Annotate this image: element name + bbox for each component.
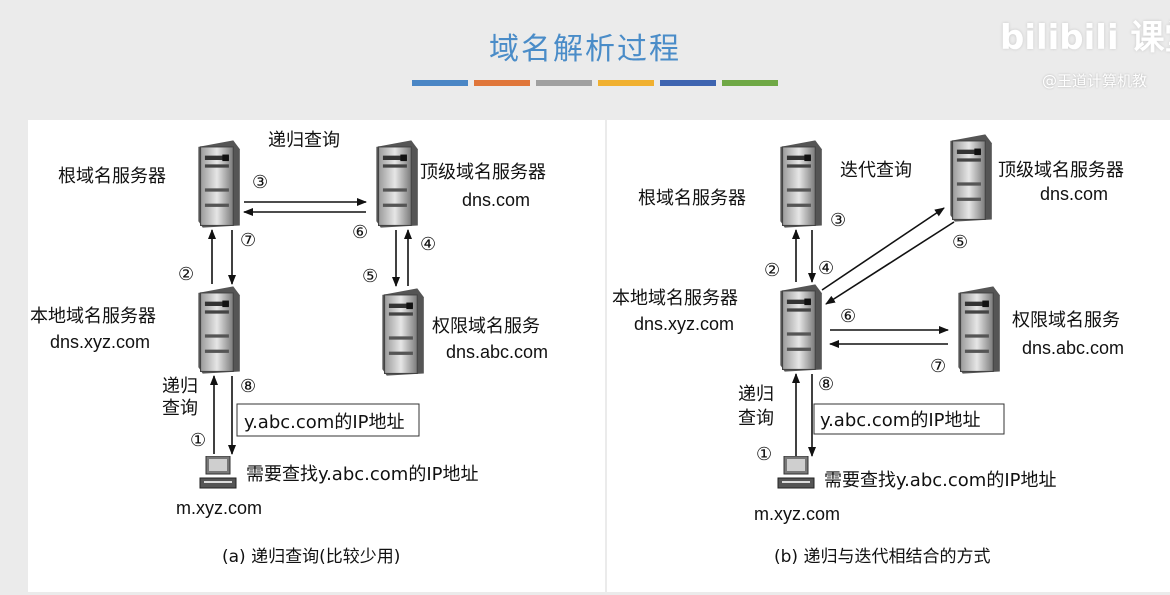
left-client-need: 需要查找y.abc.com的IP地址 xyxy=(246,464,479,485)
right-client-query-line2: 查询 xyxy=(738,408,774,429)
diagram-panel-left xyxy=(28,120,605,592)
right-step-2: ② xyxy=(764,260,780,281)
left-step-8: ⑧ xyxy=(240,376,256,397)
left-root-label: 根域名服务器 xyxy=(58,166,166,187)
slide-title: 域名解析过程 xyxy=(489,32,681,67)
right-local-label: 本地域名服务器 xyxy=(612,288,738,309)
left-step-3: ③ xyxy=(252,172,268,193)
left-client-domain: m.xyz.com xyxy=(176,498,262,518)
right-query-label: 迭代查询 xyxy=(840,160,912,181)
diagram-panel-right xyxy=(607,120,1170,592)
left-answer-box xyxy=(236,403,420,437)
bilibili-logo: bilibili 课堂 xyxy=(1000,18,1170,58)
right-arrow-5 xyxy=(825,221,955,305)
color-bar-orange xyxy=(474,80,530,86)
left-client-query-line2: 查询 xyxy=(162,398,198,419)
right-answer-text: y.abc.com的IP地址 xyxy=(820,410,981,431)
left-auth-label: 权限域名服务 xyxy=(432,316,540,337)
right-caption: (b) 递归与迭代相结合的方式 xyxy=(774,547,990,567)
right-client-pc-icon xyxy=(777,456,815,489)
right-auth-label: 权限域名服务 xyxy=(1012,310,1120,331)
right-step-6: ⑥ xyxy=(840,306,856,327)
right-step-8: ⑧ xyxy=(818,374,834,395)
right-step-3: ③ xyxy=(830,210,846,231)
left-step-1: ① xyxy=(190,430,206,451)
right-local-domain: dns.xyz.com xyxy=(634,314,734,334)
right-step-7: ⑦ xyxy=(930,356,946,377)
right-client-need: 需要查找y.abc.com的IP地址 xyxy=(824,470,1057,491)
right-step-1: ① xyxy=(756,444,772,465)
color-bar-blue xyxy=(412,80,468,86)
color-bar-gray xyxy=(536,80,592,86)
right-local-server-icon xyxy=(779,284,823,372)
left-local-label: 本地域名服务器 xyxy=(30,306,156,327)
left-step-7: ⑦ xyxy=(240,230,256,251)
left-query-label: 递归查询 xyxy=(268,130,340,151)
left-auth-server-icon xyxy=(381,288,425,376)
right-client-query-line1: 递归 xyxy=(738,384,774,405)
right-client-domain: m.xyz.com xyxy=(754,504,840,524)
left-tld-label: 顶级域名服务器 xyxy=(420,162,546,183)
left-local-server-icon xyxy=(197,286,241,374)
left-root-server-icon xyxy=(197,140,241,228)
right-step-4: ④ xyxy=(818,258,834,279)
bilibili-watermark: bilibili 课堂 @王道计算机教 xyxy=(1000,10,1170,100)
right-auth-domain: dns.abc.com xyxy=(1022,338,1124,358)
left-step-6: ⑥ xyxy=(352,222,368,243)
right-tld-label: 顶级域名服务器 xyxy=(998,160,1124,181)
left-tld-server-icon xyxy=(375,140,419,228)
left-client-query-line1: 递归 xyxy=(162,376,198,397)
right-arrow-4 xyxy=(821,207,945,291)
right-answer-box xyxy=(813,403,1005,435)
right-diagram: 迭代查询 根域名服务器 顶级域名服务器 dns.com 本地域名服务器 dns.… xyxy=(612,134,1124,567)
left-step-2: ② xyxy=(178,264,194,285)
watermark-author: @王道计算机教 xyxy=(1042,72,1148,90)
left-auth-domain: dns.abc.com xyxy=(446,342,548,362)
right-root-server-icon xyxy=(779,140,823,228)
color-bar-yellow xyxy=(598,80,654,86)
left-tld-domain: dns.com xyxy=(462,190,530,210)
left-step-4: ④ xyxy=(420,234,436,255)
left-answer-text: y.abc.com的IP地址 xyxy=(244,412,405,433)
right-step-5: ⑤ xyxy=(952,232,968,253)
left-local-domain: dns.xyz.com xyxy=(50,332,150,352)
left-step-5: ⑤ xyxy=(362,266,378,287)
color-bar-green xyxy=(722,80,778,86)
left-diagram: 递归查询 根域名服务器 顶级域名服务器 dns.com 本地域名服务器 dns.… xyxy=(30,130,548,567)
right-root-label: 根域名服务器 xyxy=(638,188,746,209)
left-caption: (a) 递归查询(比较少用) xyxy=(222,547,400,567)
left-client-pc-icon xyxy=(199,456,237,489)
right-tld-domain: dns.com xyxy=(1040,184,1108,204)
right-auth-server-icon xyxy=(957,286,1001,374)
right-tld-server-icon xyxy=(949,134,993,222)
color-bar-darkblue xyxy=(660,80,716,86)
